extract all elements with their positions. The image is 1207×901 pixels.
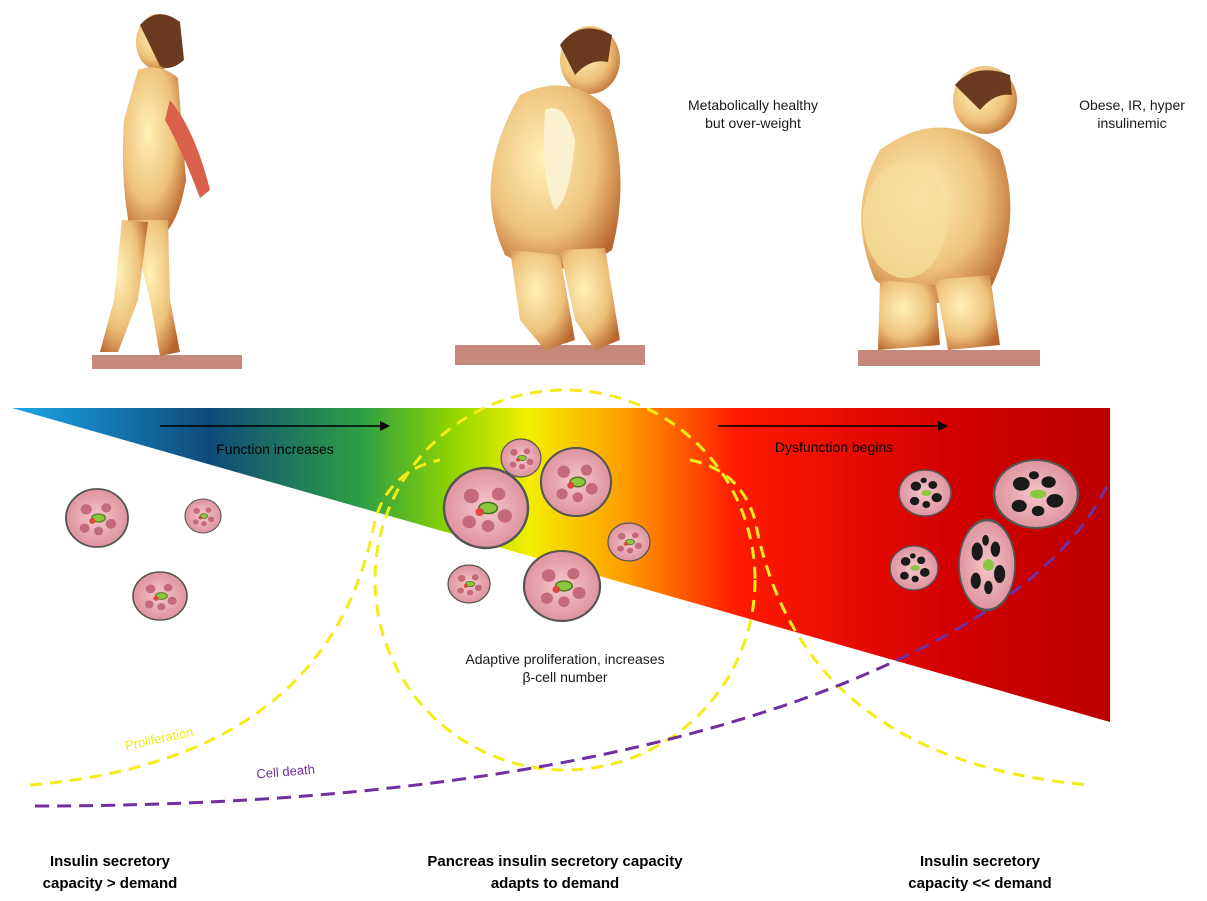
damaged-islet xyxy=(959,520,1015,610)
obese-annotation: Obese, IR, hyper insulinemic xyxy=(1062,96,1202,132)
adaptive-proliferation-annotation: Adaptive proliferation, increases β-cell… xyxy=(465,650,665,686)
damaged-islet xyxy=(994,460,1078,528)
islet xyxy=(501,439,541,477)
islet xyxy=(185,499,221,533)
lean-human-figure xyxy=(92,14,242,369)
islet xyxy=(524,551,600,621)
stage-label-left: Insulin secretory capacity > demand xyxy=(20,851,200,895)
damaged-islet xyxy=(899,470,951,516)
islet xyxy=(66,489,128,547)
islet xyxy=(448,565,490,603)
islet xyxy=(541,448,611,516)
stage-label-middle: Pancreas insulin secretory capacity adap… xyxy=(420,851,690,895)
islet xyxy=(608,523,650,561)
islet xyxy=(133,572,187,620)
function-increases-label: Function increases xyxy=(216,441,334,457)
proliferation-label: Proliferation xyxy=(124,724,195,753)
damaged-islet xyxy=(890,546,938,590)
stage-label-right: Insulin secretory capacity << demand xyxy=(890,851,1070,895)
overweight-human-figure xyxy=(455,26,645,365)
cell-death-label: Cell death xyxy=(256,761,316,781)
overweight-annotation: Metabolically healthy but over-weight xyxy=(688,96,818,132)
islet-cluster-healthy xyxy=(66,489,221,620)
islet xyxy=(444,468,528,548)
dysfunction-begins-label: Dysfunction begins xyxy=(775,439,893,455)
obese-human-figure xyxy=(858,66,1040,366)
